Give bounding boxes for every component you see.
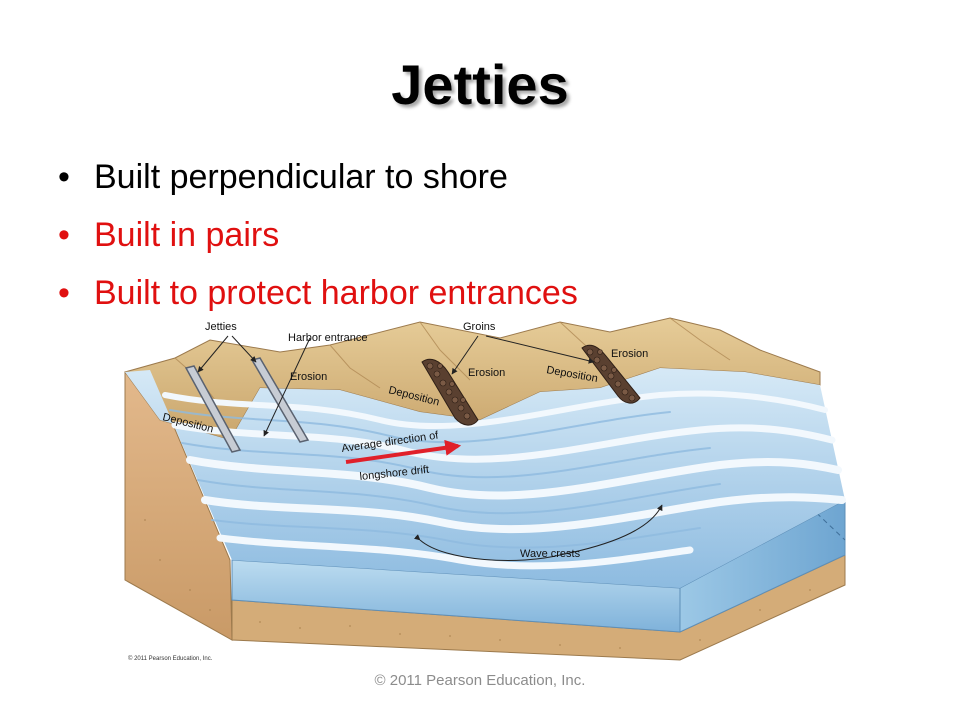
bullet-text: Built to protect harbor entrances — [94, 274, 578, 312]
bullet-dot: • — [58, 158, 70, 196]
slide-title: Jetties — [391, 53, 569, 116]
bullet-dot: • — [58, 274, 70, 312]
figure-copyright: © 2011 Pearson Education, Inc. — [128, 655, 213, 662]
slide-footer: © 2011 Pearson Education, Inc. — [374, 672, 586, 689]
label-erosion-right: Erosion — [611, 348, 648, 360]
label-groins: Groins — [463, 321, 496, 333]
groin-middle — [421, 358, 479, 426]
seabed-texture — [144, 519, 811, 649]
jetty-left — [184, 365, 242, 453]
label-jetties: Jetties — [205, 321, 237, 333]
label-harbor-entrance: Harbor entrance — [288, 332, 368, 344]
label-wave-crests: Wave crests — [520, 548, 581, 560]
bullet-item-pairs: • Built in pairs — [58, 206, 578, 264]
wave-crests-arrow — [413, 504, 663, 561]
bullet-text: Built perpendicular to shore — [94, 158, 508, 196]
drift-arrow — [345, 439, 462, 464]
bullet-text: Built in pairs — [94, 216, 280, 254]
bullet-item-perpendicular: • Built perpendicular to shore — [58, 148, 578, 206]
groin-right — [581, 344, 641, 404]
bullet-list: • Built perpendicular to shore • Built i… — [58, 148, 578, 322]
bullet-dot: • — [58, 216, 70, 254]
label-erosion-middle: Erosion — [468, 367, 505, 379]
jetty-pair — [184, 357, 310, 453]
jetty-right — [250, 357, 310, 443]
leader-lines — [197, 335, 595, 437]
label-erosion-left: Erosion — [290, 371, 327, 383]
bullet-item-harbor: • Built to protect harbor entrances — [58, 264, 578, 322]
